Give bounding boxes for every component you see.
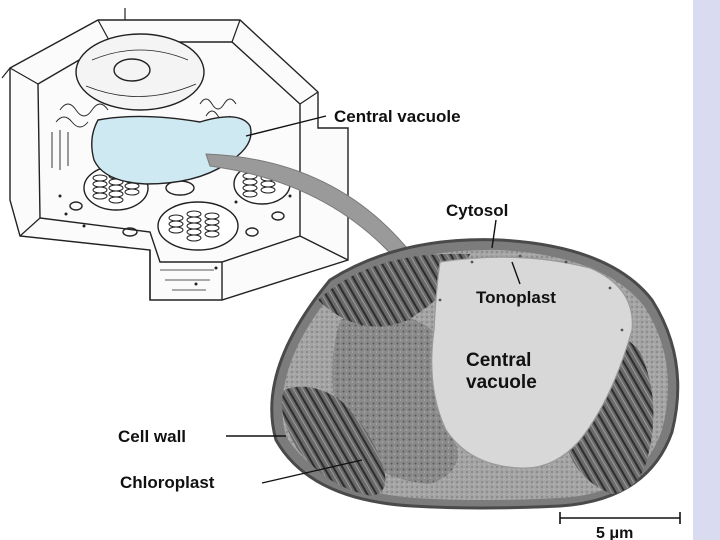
- leader-cytosol: [491, 219, 497, 249]
- label-central-vacuole-line2: vacuole: [466, 372, 537, 393]
- endoplasmic-reticulum: [55, 98, 237, 128]
- label-chloroplast: Chloroplast: [120, 473, 215, 492]
- chloroplast-drawing-2: [157, 201, 239, 251]
- plant-cell-drawing: [1, 8, 349, 301]
- micrograph: [270, 238, 680, 510]
- leader-tonoplast: [511, 261, 521, 285]
- micrograph-chloroplast-top: [318, 253, 470, 327]
- micrograph-chloroplast-left: [281, 386, 386, 496]
- leader-lines: [226, 115, 521, 484]
- micrograph-central-vacuole: [431, 256, 633, 469]
- nucleus: [75, 33, 205, 111]
- slide-sidebar: [693, 0, 720, 540]
- label-cytosol: Cytosol: [446, 201, 508, 220]
- leader-chloroplast: [261, 459, 363, 484]
- label-central-vacuole-top: Central vacuole: [334, 107, 461, 126]
- nucleolus: [113, 58, 151, 82]
- label-central-vacuole-line1: Central: [466, 350, 531, 371]
- label-cell-wall: Cell wall: [118, 427, 186, 446]
- label-scale-bar: 5 μm: [596, 525, 633, 540]
- label-tonoplast: Tonoplast: [476, 288, 556, 307]
- scale-bar: [559, 512, 681, 524]
- leader-central-vacuole-top: [245, 115, 327, 137]
